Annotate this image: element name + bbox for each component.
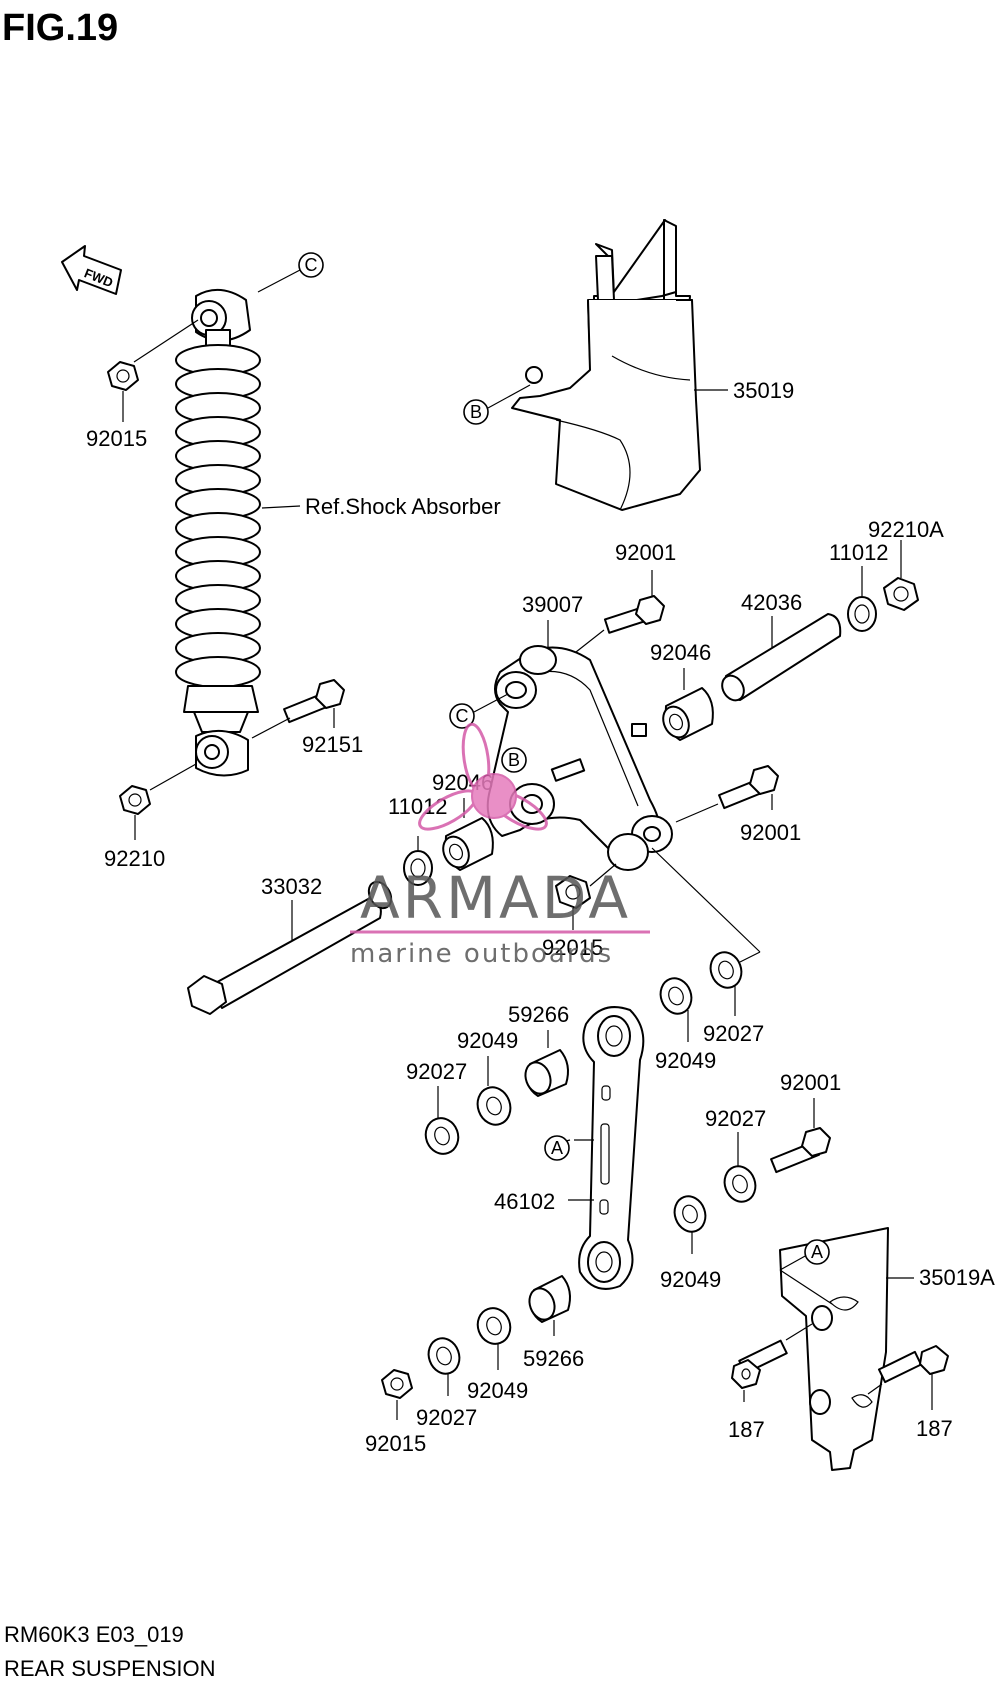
shock-absorber [175,289,261,777]
label-39007: 39007 [522,592,583,617]
nut-92015-bottom [381,1369,413,1399]
label-46102: 46102 [494,1189,555,1214]
label-92015-top: 92015 [86,426,147,451]
label-92015-mid: 92015 [542,935,603,960]
label-92049-4: 92049 [467,1378,528,1403]
nut-92210 [119,785,151,815]
figure-code: RM60K3 E03_019 [4,1622,184,1647]
collar-59266-bottom [528,1275,571,1323]
callout-a-bracket: A [811,1242,823,1262]
washer-92027-4 [427,1337,461,1375]
watermark-brand: ARMADA [360,864,631,932]
label-187-left: 187 [728,1417,765,1442]
figure-title: FIG.19 [2,7,118,49]
label-92001-low: 92001 [780,1070,841,1095]
fwd-arrow-icon: FWD [61,245,122,295]
nut-92015-mid [555,875,591,909]
mudguard-35019 [511,219,701,511]
bolt-33032 [187,880,393,1015]
callout-a-rod: A [551,1138,563,1158]
label-92027-4: 92027 [416,1405,477,1430]
label-92001-top: 92001 [615,540,676,565]
label-11012-right: 11012 [829,540,889,565]
label-59266-top: 59266 [508,1002,569,1027]
bolt-187-left [731,1339,788,1389]
washer-92027-2 [709,951,743,989]
shock-spring [175,344,261,688]
label-92027-1: 92027 [406,1059,467,1084]
label-92001-mid: 92001 [740,820,801,845]
label-35019: 35019 [733,378,794,403]
bearing-92046-left [442,817,494,871]
label-33032: 33032 [261,874,322,899]
washer-92049-4 [476,1307,512,1345]
label-187-right: 187 [916,1416,953,1441]
bolt-92001-low [770,1127,831,1174]
callout-c-mid: C [456,706,469,726]
label-92049-3: 92049 [660,1267,721,1292]
bracket-35019a [779,1227,889,1471]
callout-b-mid: B [508,750,520,770]
bolt-92001-top [603,595,665,634]
watermark-tagline: marine outboards [350,939,613,969]
bolt-187-right [877,1345,949,1384]
propeller-icon [418,722,548,831]
figure-caption: REAR SUSPENSION [4,1656,216,1681]
watermark-logo: ARMADA marine outboards [350,722,650,969]
callout-b-top: B [470,402,482,422]
washer-92027-1 [424,1117,460,1155]
bolt-92001-mid [718,765,779,810]
seal-11012-right [847,596,877,632]
label-92015-bottom: 92015 [365,1431,426,1456]
label-92210: 92210 [104,846,165,871]
label-92151: 92151 [302,732,363,757]
collar-59266-top [524,1049,569,1097]
label-35019a: 35019A [919,1265,995,1290]
bearing-92046-right [662,687,714,741]
cushion-lever-39007 [486,645,673,871]
label-92049-1: 92049 [457,1028,518,1053]
label-42036: 42036 [741,590,802,615]
callout-c-top: C [305,255,318,275]
label-11012-left: 11012 [388,794,448,819]
washer-92049-1 [476,1086,512,1126]
cushion-rod-46102 [578,1006,645,1290]
pipe-42036 [721,613,842,702]
nut-92015-top [107,361,139,391]
bolt-92151 [283,679,345,724]
label-92027-2: 92027 [703,1021,764,1046]
label-92049-2: 92049 [655,1048,716,1073]
nut-92210a [883,577,919,611]
label-92027-3: 92027 [705,1106,766,1131]
label-ref-shock-absorber: Ref.Shock Absorber [305,494,501,519]
seal-11012-left [403,850,433,886]
label-92046-right: 92046 [650,640,711,665]
washer-92049-3 [673,1195,707,1233]
label-59266-bottom: 59266 [523,1346,584,1371]
label-92210a: 92210A [868,517,944,542]
washer-92049-2 [659,977,693,1015]
washer-92027-3 [723,1165,757,1203]
